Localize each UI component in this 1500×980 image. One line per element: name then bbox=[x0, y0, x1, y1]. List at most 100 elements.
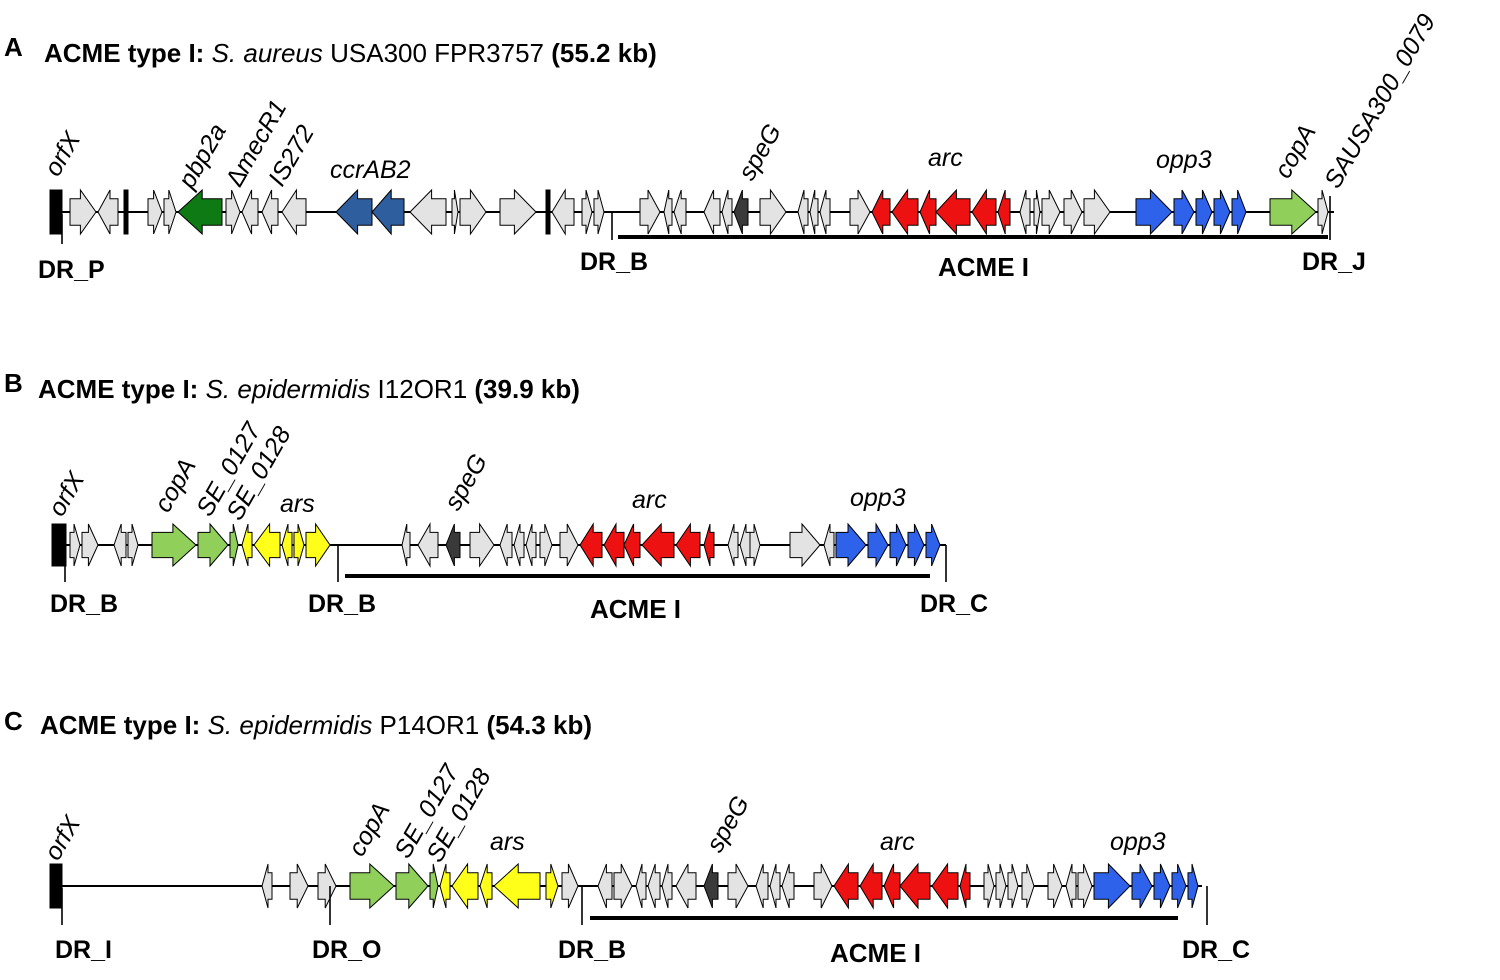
panel-a-gene-grey-26 bbox=[721, 189, 733, 235]
panel-a-gene-black-4 bbox=[123, 189, 129, 235]
panel-a-gene-grey-6 bbox=[163, 189, 177, 235]
panel-a-gene-black-18 bbox=[545, 189, 551, 235]
panel-a-gene-grey-39 bbox=[1019, 189, 1031, 235]
panel-b-title-size: (39.9 kb) bbox=[474, 374, 580, 404]
panel-a-gene-navy-12 bbox=[335, 188, 373, 236]
panel-c-gene-grey-19 bbox=[675, 863, 697, 909]
panel-c-gene-yellow-11 bbox=[493, 862, 541, 910]
panel-a-gene-grey-28 bbox=[759, 188, 787, 236]
panel-c-title: ACME type I: S. epidermidis P14OR1 (54.3… bbox=[40, 710, 592, 740]
panel-c-gene-grey-36 bbox=[1047, 863, 1063, 909]
panel-b-label-ars: ars bbox=[280, 490, 315, 518]
panel-b-title-prefix: ACME type I: bbox=[38, 374, 198, 404]
panel-c-gene-grey-4 bbox=[317, 863, 337, 909]
panel-c-gene-grey-3 bbox=[289, 863, 309, 909]
panel-a-gene-navy-13 bbox=[371, 188, 405, 236]
panel-a-gene-grey-8 bbox=[225, 189, 241, 235]
panel-b-gene-grey-31 bbox=[749, 523, 761, 567]
panel-b-gene-red-24 bbox=[603, 522, 625, 568]
panel-a-gene-red-38 bbox=[997, 189, 1011, 235]
panel-b-gene-grey-22 bbox=[559, 523, 579, 567]
panel-b-gene-blue-34 bbox=[835, 522, 867, 568]
panel-c-gene-grey-13 bbox=[561, 863, 579, 909]
panel-a-gene-blue-48 bbox=[1231, 189, 1247, 235]
panel-a-label-sausa300: SAUSA300_0079 bbox=[1319, 9, 1441, 193]
panel-a-gene-grey-2 bbox=[69, 188, 97, 236]
panel-a-title-strain: USA300 FPR3757 bbox=[330, 38, 544, 68]
panel-c-gene-red-27 bbox=[859, 862, 883, 910]
panel-c-gene-grey-18 bbox=[661, 863, 673, 909]
panel-a-label-ccrab2: ccrAB2 bbox=[330, 156, 411, 184]
panel-b-gene-red-25 bbox=[623, 523, 641, 567]
panel-b-gene-grey-3 bbox=[81, 523, 99, 567]
panel-a-gene-grey-22 bbox=[639, 189, 661, 235]
panel-c-gene-yellow-9 bbox=[451, 862, 479, 910]
panel-c-gene-grey-33 bbox=[995, 863, 1007, 909]
panel-b-gene-yellow-13 bbox=[305, 522, 331, 568]
panel-c-gene-black-1 bbox=[49, 863, 63, 909]
panel-c-gene-grey-23 bbox=[769, 863, 781, 909]
panel-b-gene-blue-36 bbox=[889, 523, 907, 567]
panel-a-gene-grey-17 bbox=[499, 188, 537, 236]
panel-a-title: ACME type I: S. aureus USA300 FPR3757 (5… bbox=[44, 38, 657, 68]
panel-b-gene-yellow-11 bbox=[281, 523, 293, 567]
panel-b-gene-blue-35 bbox=[867, 522, 889, 568]
panel-c-gene-blue-41 bbox=[1153, 863, 1171, 909]
panel-b-dr-b2: DR_B bbox=[308, 590, 376, 618]
panel-b-gene-red-27 bbox=[675, 522, 701, 568]
panel-a-gene-red-34 bbox=[891, 188, 919, 236]
panel-c-gene-grey-35 bbox=[1021, 863, 1035, 909]
panel-b-gene-grey-2 bbox=[69, 523, 81, 567]
panel-a-gene-grey-14 bbox=[409, 188, 447, 236]
panel-a-dr-j: DR_J bbox=[1302, 248, 1366, 276]
panel-a-gene-track bbox=[49, 188, 1329, 236]
panel-a-gene-grey-20 bbox=[581, 189, 593, 235]
panel-c-gene-red-30 bbox=[931, 862, 959, 910]
panel-b-acme-label: ACME I bbox=[590, 594, 681, 624]
panel-c-gene-red-28 bbox=[883, 863, 901, 909]
panel-c-gene-grey-14 bbox=[597, 863, 613, 909]
panel-c-gene-red-31 bbox=[959, 863, 971, 909]
panel-c-gene-grey-38 bbox=[1077, 863, 1093, 909]
panel-b-gene-black-1 bbox=[51, 523, 67, 567]
panel-c-gene-grey-34 bbox=[1007, 863, 1019, 909]
panel-b-gene-track bbox=[51, 522, 941, 568]
panel-a-gene-grey-24 bbox=[673, 189, 687, 235]
panel-a-gene-grey-23 bbox=[663, 189, 673, 235]
panel-a-label-orfx: orfX bbox=[39, 126, 87, 181]
panel-c-label-orfx: orfX bbox=[39, 810, 87, 865]
panel-a-title-species: S. aureus bbox=[212, 38, 323, 68]
panel-a-gene-blue-46 bbox=[1195, 189, 1213, 235]
panel-a-gene-blue-45 bbox=[1173, 189, 1195, 235]
panel-b-gene-blue-37 bbox=[907, 523, 925, 567]
panel-c: C ACME type I: S. epidermidis P14OR1 (54… bbox=[4, 706, 1250, 968]
panel-a-gene-red-35 bbox=[919, 189, 937, 235]
panel-a-label-opp3: opp3 bbox=[1156, 146, 1212, 174]
panel-a-gene-lime-49 bbox=[1269, 188, 1317, 236]
panel-a-letter: A bbox=[4, 32, 23, 62]
panel-b-gene-red-23 bbox=[579, 522, 603, 568]
panel-c-gene-lime-6 bbox=[395, 862, 429, 910]
panel-c-label-arc: arc bbox=[880, 828, 915, 856]
panel-b-label-orfx: orfX bbox=[43, 466, 91, 521]
panel-a-gene-grey-5 bbox=[147, 189, 163, 235]
panel-c-title-prefix: ACME type I: bbox=[40, 710, 200, 740]
panel-c-gene-grey-21 bbox=[727, 863, 749, 909]
panel-a-gene-grey-40 bbox=[1033, 189, 1041, 235]
panel-c-gene-grey-22 bbox=[755, 863, 769, 909]
panel-a-dr-p: DR_P bbox=[38, 256, 105, 284]
panel-b-gene-grey-29 bbox=[727, 523, 739, 567]
panel-a-gene-grey-25 bbox=[703, 189, 721, 235]
panel-b-gene-lime-8 bbox=[229, 523, 239, 567]
panel-c-gene-grey-17 bbox=[647, 863, 661, 909]
panel-b-gene-grey-14 bbox=[401, 523, 411, 567]
panel-a-gene-grey-30 bbox=[809, 189, 819, 235]
panel-b-gene-yellow-9 bbox=[241, 523, 253, 567]
panel-a-gene-red-36 bbox=[935, 188, 971, 236]
panel-c-gene-dark-20 bbox=[703, 863, 719, 909]
panel-a-label-speg: speG bbox=[733, 119, 787, 185]
panel-a-gene-grey-31 bbox=[819, 189, 831, 235]
panel-c-gene-grey-32 bbox=[983, 863, 995, 909]
panel-b-gene-grey-5 bbox=[127, 523, 139, 567]
panel-c-dr-b: DR_B bbox=[558, 936, 626, 964]
